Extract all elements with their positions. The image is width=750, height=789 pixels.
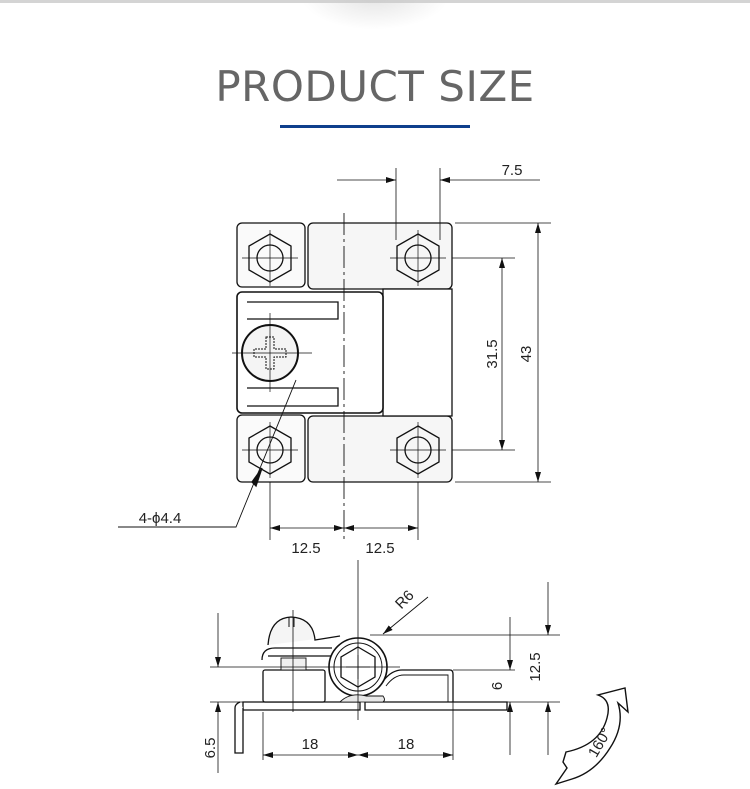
- hole-callout: 4-ϕ4.4: [139, 510, 182, 527]
- base-plate-left: [242, 701, 361, 711]
- knuckle-base: [339, 694, 385, 703]
- dim-left-span: 18: [302, 736, 319, 753]
- left-leaf-top-block: [236, 222, 306, 288]
- dim-hole-spacing-vertical: 31.5: [484, 339, 501, 368]
- hole-callout-arrowhead: [251, 467, 263, 488]
- right-leaf-middle: [382, 288, 453, 417]
- left-leaf-middle-plate: [236, 291, 384, 414]
- radius-leader: [382, 596, 429, 635]
- page-title: PRODUCT SIZE: [215, 62, 535, 111]
- dim-hole-to-center-right: 12.5: [365, 540, 394, 557]
- dim-right-span: 18: [398, 736, 415, 753]
- side-view: [210, 560, 629, 786]
- dim-total-height: 12.5: [527, 652, 544, 681]
- dim-height: 43: [518, 346, 535, 363]
- base-plate-right: [364, 701, 508, 711]
- slot-upper: [247, 301, 339, 320]
- left-leaf-upper-plate: [261, 647, 335, 661]
- left-leaf-box: [262, 669, 326, 703]
- side-center-lines: [292, 560, 359, 720]
- bent-tab: [234, 701, 244, 754]
- hex-nut-top-left: [242, 230, 298, 286]
- dim-tab: 6.5: [202, 738, 219, 759]
- side-extension-lines: [210, 634, 560, 703]
- right-leaf-inner: [385, 674, 449, 702]
- screw-shank: [280, 657, 307, 671]
- dim-leaf-height: 6: [489, 682, 506, 690]
- hex-nut-bottom-right: [390, 422, 446, 478]
- hole-callout-leader: [118, 379, 297, 528]
- dim-ext-43: [455, 222, 551, 483]
- screw-slot: [288, 617, 295, 627]
- screw-dome: [267, 616, 341, 646]
- right-leaf: [383, 669, 454, 702]
- hex-nut-top-right: [390, 230, 446, 286]
- dim-hole-to-center-left: 12.5: [291, 540, 320, 557]
- dim-hole-offset: 7.5: [502, 162, 523, 179]
- hex-nut-bottom-left: [242, 422, 298, 478]
- rotation-arrow-icon: [554, 687, 629, 786]
- left-leaf-bottom-block: [236, 414, 306, 483]
- title-underline: [280, 125, 470, 128]
- top-view: [118, 168, 551, 540]
- phillips-screw-head: [232, 313, 312, 392]
